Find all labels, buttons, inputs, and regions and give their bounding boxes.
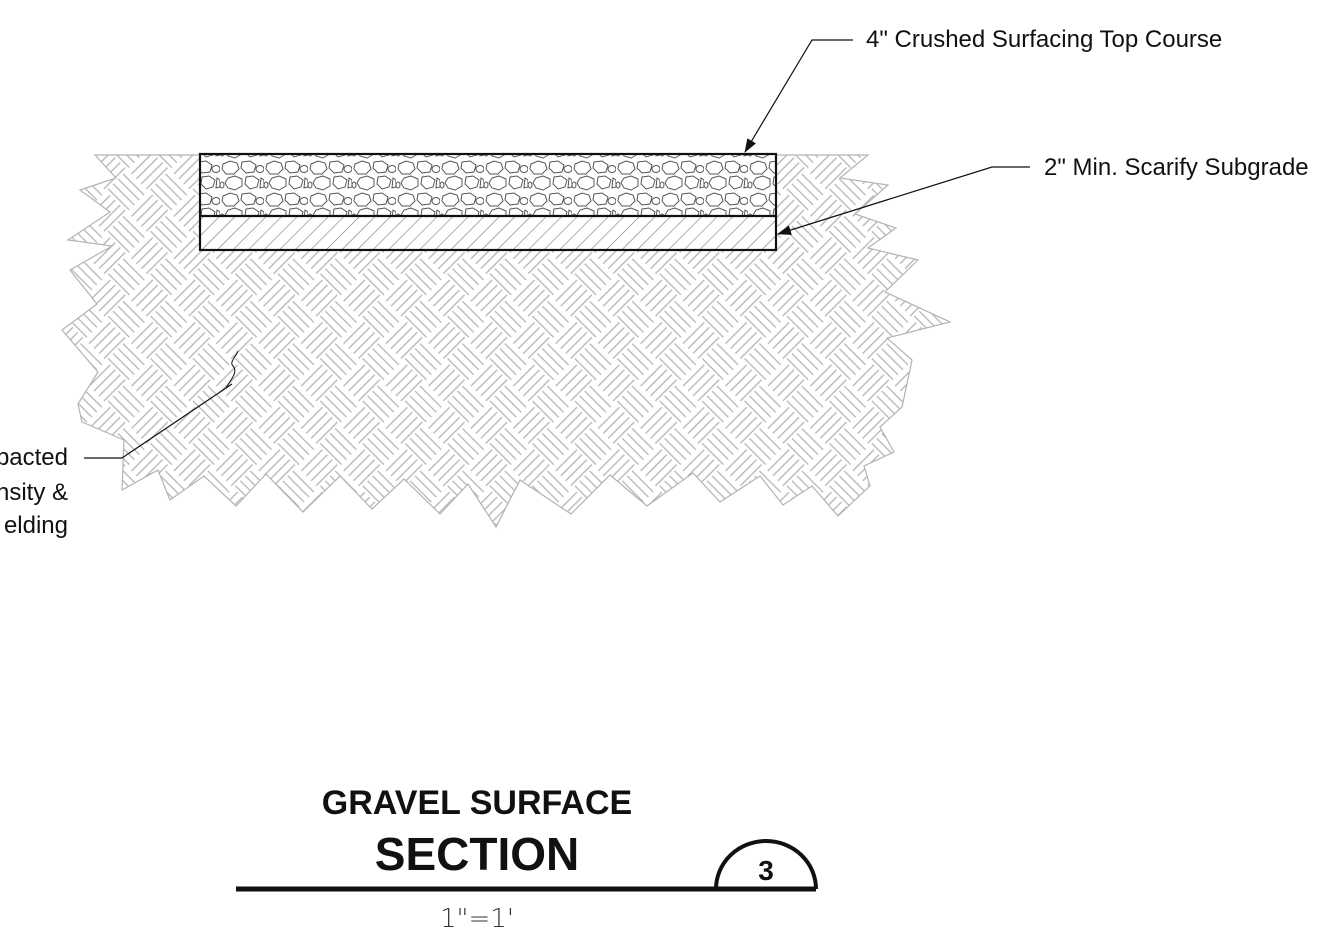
leader-subgrade <box>84 383 233 459</box>
drawing-scale: 1"=1' <box>440 904 514 934</box>
leader-subgrade-tick <box>225 350 239 389</box>
leader-scarify <box>777 166 1030 235</box>
drawing-title: GRAVEL SURFACE <box>322 784 632 822</box>
drawing-subtitle: SECTION <box>375 828 579 880</box>
label-top-course: 4" Crushed Surfacing Top Course <box>866 26 1222 53</box>
section-outline <box>198 152 778 252</box>
detail-number-bubble <box>714 839 818 890</box>
leader-top-course <box>744 39 853 153</box>
label-subgrade-line3: elding <box>4 512 68 539</box>
detail-number: 3 <box>758 855 774 886</box>
compacted-subgrade-mass <box>61 154 952 529</box>
label-subgrade-line2: nsity & <box>0 479 68 506</box>
label-scarify: 2" Min. Scarify Subgrade <box>1044 154 1309 181</box>
label-subgrade-line1: pacted <box>0 444 68 471</box>
crushed-surfacing-layer <box>200 154 776 216</box>
scarify-subgrade-layer <box>200 216 776 250</box>
